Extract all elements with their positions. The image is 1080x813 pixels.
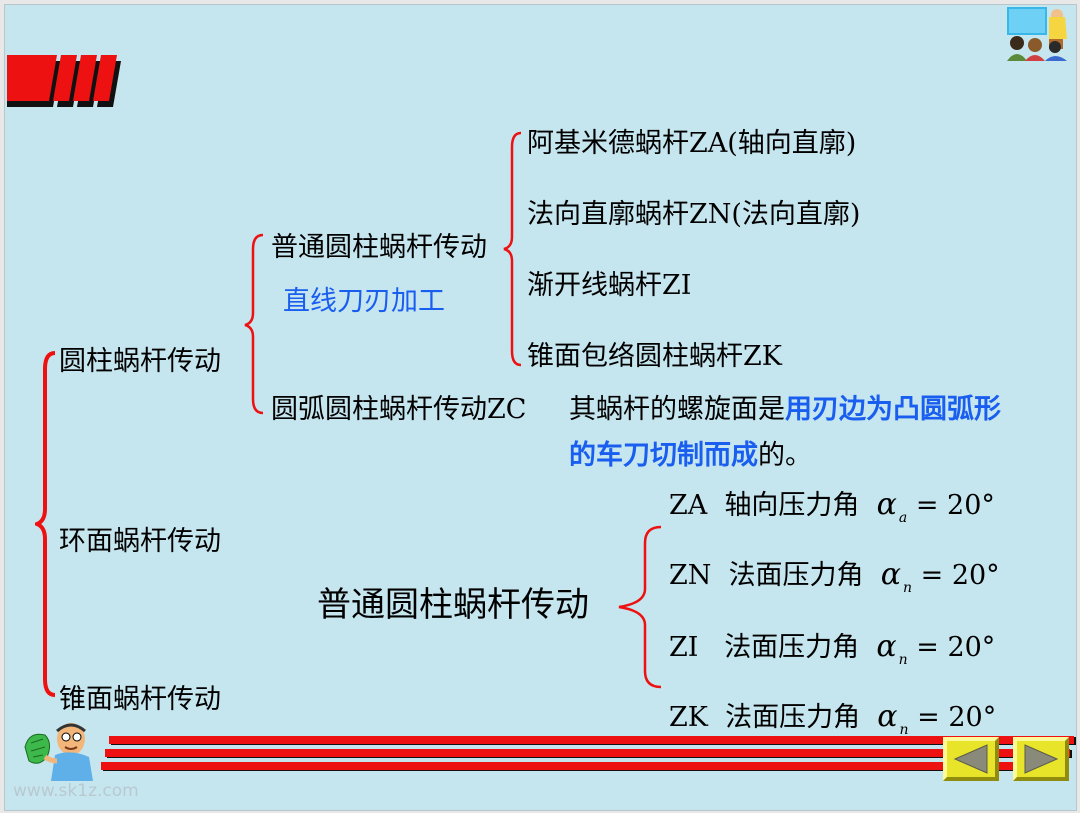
ordinary-brace [503, 131, 522, 367]
arc-note-line-2: 的车刀切制而成的。 [569, 433, 812, 472]
pressure-code: ZA [669, 490, 708, 521]
alpha-subscript: a [898, 510, 908, 526]
pressure-section-title: 普通圆柱蜗杆传动 [317, 585, 589, 625]
professor-icon [24, 723, 93, 781]
zi-worm-label: 渐开线蜗杆ZI [527, 270, 692, 301]
arc-note-suffix: 的。 [758, 440, 812, 471]
zk-worm-label: 锥面包络圆柱蜗杆ZK [527, 341, 782, 372]
bottom-stripes-decoration [101, 736, 1076, 771]
slide: 圆柱蜗杆传动 环面蜗杆传动 锥面蜗杆传动 普通圆柱蜗杆传动 直线刀刃加工 圆弧圆… [4, 4, 1077, 811]
pressure-name: 轴向压力角 [724, 490, 860, 521]
pressure-name: 法面压力角 [724, 632, 860, 663]
zn-worm-label: 法向直廓蜗杆ZN(法向直廓) [527, 199, 861, 230]
pressure-value: = 20° [916, 632, 996, 663]
alpha-subscript: n [899, 722, 909, 738]
cylindrical-worm-label: 圆柱蜗杆传动 [59, 346, 221, 377]
arc-note-prefix: 其蜗杆的螺旋面是 [569, 394, 785, 425]
pressure-code: ZN [669, 560, 712, 591]
pressure-name: 法面压力角 [728, 560, 864, 591]
za-worm-label: 阿基米德蜗杆ZA(轴向直廓) [527, 128, 857, 159]
pressure-name: 法面压力角 [725, 702, 861, 733]
pressure-code: ZK [669, 702, 708, 733]
teacher-class-icon [1007, 7, 1067, 61]
next-button[interactable] [1013, 737, 1069, 781]
arc-note-highlight-1: 用刃边为凸圆弧形 [785, 394, 1001, 425]
pressure-code: ZI [669, 632, 699, 663]
straight-blade-label: 直线刀刃加工 [283, 286, 445, 317]
arc-worm-label: 圆弧圆柱蜗杆传动ZC [271, 394, 527, 425]
alpha-symbol: α [876, 487, 897, 522]
pressure-brace [618, 525, 662, 689]
cylindrical-brace [244, 233, 264, 415]
next-arrow-icon [1013, 737, 1069, 781]
prev-button[interactable] [943, 737, 999, 781]
conical-worm-label: 锥面蜗杆传动 [59, 684, 221, 715]
pressure-value: = 20° [915, 490, 995, 521]
prev-arrow-icon [943, 737, 999, 781]
ordinary-worm-label: 普通圆柱蜗杆传动 [271, 232, 487, 263]
watermark-text: www.sk1z.com [13, 781, 139, 801]
alpha-symbol: α [877, 699, 898, 734]
arc-note-line-1: 其蜗杆的螺旋面是用刃边为凸圆弧形 [569, 387, 1001, 426]
alpha-symbol: α [876, 629, 897, 664]
alpha-subscript: n [898, 652, 908, 668]
main-brace [35, 351, 56, 697]
pressure-value: = 20° [920, 560, 1000, 591]
alpha-subscript: n [903, 580, 913, 596]
arc-note-highlight-2: 的车刀切制而成 [569, 440, 758, 471]
title-bar-decoration [7, 55, 121, 107]
toroidal-worm-label: 环面蜗杆传动 [59, 526, 221, 557]
pressure-value: = 20° [917, 702, 997, 733]
alpha-symbol: α [880, 557, 901, 592]
